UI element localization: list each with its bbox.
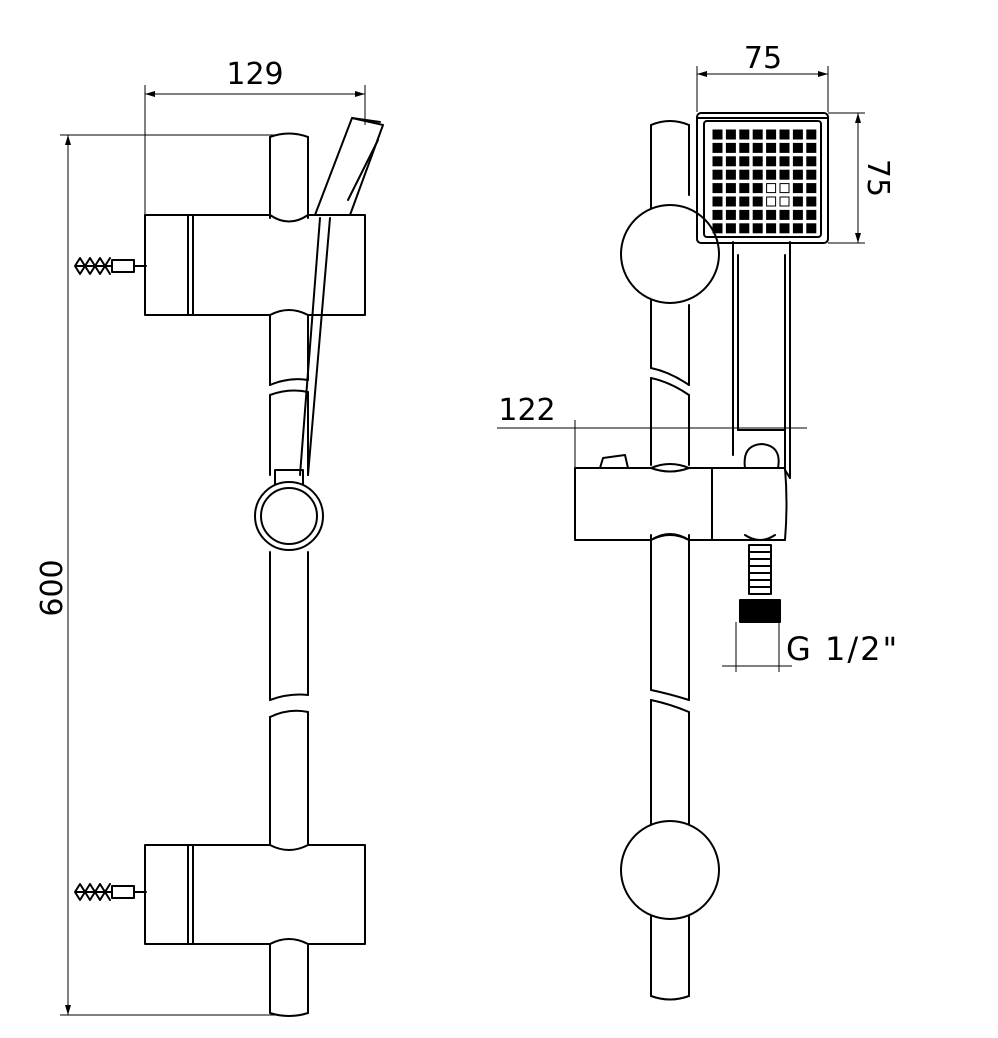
nozzle xyxy=(792,183,803,194)
dimension-head-width-75: 75 xyxy=(696,41,829,112)
nozzle xyxy=(806,223,817,234)
slide-rail xyxy=(269,132,309,1017)
nozzle xyxy=(712,156,723,167)
dim-label-head-width: 75 xyxy=(744,41,782,76)
nozzle xyxy=(739,156,750,167)
front-view: 75 75 122 xyxy=(497,41,899,1001)
shower-head-square xyxy=(696,112,829,244)
nozzle xyxy=(792,129,803,140)
dim-label-connection: G 1/2" xyxy=(786,630,899,668)
nozzle xyxy=(752,142,763,153)
wall-anchor-bottom xyxy=(74,883,147,901)
nozzle xyxy=(752,169,763,180)
nozzle xyxy=(752,196,763,207)
nozzle xyxy=(739,183,750,194)
nozzle xyxy=(766,223,777,234)
wall-anchor-top xyxy=(74,257,147,275)
handshower-handle xyxy=(732,241,791,479)
nozzle xyxy=(725,183,736,194)
nozzle xyxy=(712,169,723,180)
hose-connector xyxy=(739,534,781,623)
nozzle xyxy=(766,129,777,140)
nozzle xyxy=(766,142,777,153)
bottom-round-bracket xyxy=(620,820,720,920)
nozzle xyxy=(792,209,803,220)
nozzle xyxy=(712,209,723,220)
nozzle xyxy=(806,142,817,153)
nozzle xyxy=(752,223,763,234)
nozzle xyxy=(779,223,790,234)
nozzle xyxy=(779,156,790,167)
dimension-projection-122: 122 xyxy=(497,393,807,468)
nozzle xyxy=(725,196,736,207)
nozzle xyxy=(752,156,763,167)
nozzle xyxy=(766,183,777,194)
nozzle xyxy=(792,223,803,234)
nozzle xyxy=(792,196,803,207)
nozzle xyxy=(792,156,803,167)
nozzle xyxy=(739,142,750,153)
nozzle xyxy=(806,196,817,207)
nozzle xyxy=(739,169,750,180)
side-view: 129 600 xyxy=(35,57,384,1017)
nozzle xyxy=(712,142,723,153)
nozzle xyxy=(712,196,723,207)
nozzle xyxy=(779,129,790,140)
top-wall-bracket xyxy=(144,214,366,316)
handshower-profile xyxy=(299,117,384,476)
dimension-connection: G 1/2" xyxy=(722,622,899,672)
nozzle xyxy=(725,129,736,140)
nozzle xyxy=(766,209,777,220)
dim-label-129: 129 xyxy=(226,57,283,92)
dimension-width-129: 129 xyxy=(144,57,366,215)
nozzle xyxy=(739,129,750,140)
dim-label-122: 122 xyxy=(498,393,555,428)
nozzle xyxy=(806,156,817,167)
nozzle xyxy=(779,169,790,180)
nozzle xyxy=(739,196,750,207)
nozzle xyxy=(725,169,736,180)
nozzle xyxy=(712,223,723,234)
nozzle xyxy=(792,142,803,153)
dimension-head-height-75: 75 xyxy=(828,112,895,244)
nozzle xyxy=(779,183,790,194)
nozzle xyxy=(806,129,817,140)
nozzle xyxy=(779,196,790,207)
nozzle xyxy=(779,209,790,220)
nozzle xyxy=(766,156,777,167)
front-rail xyxy=(650,120,690,1001)
nozzle-grid xyxy=(712,129,817,234)
nozzle xyxy=(806,183,817,194)
nozzle xyxy=(806,209,817,220)
dimension-height-600: 600 xyxy=(35,134,275,1016)
nozzle xyxy=(712,183,723,194)
nozzle xyxy=(779,142,790,153)
nozzle xyxy=(725,223,736,234)
slider-holder-side xyxy=(254,469,324,551)
nozzle xyxy=(752,183,763,194)
nozzle xyxy=(766,169,777,180)
nozzle xyxy=(752,209,763,220)
dim-label-head-height: 75 xyxy=(860,159,895,197)
nozzle xyxy=(712,129,723,140)
bottom-wall-bracket xyxy=(144,844,366,945)
top-round-bracket xyxy=(620,204,720,304)
nozzle xyxy=(792,169,803,180)
dim-label-600: 600 xyxy=(35,559,70,616)
nozzle xyxy=(725,209,736,220)
nozzle xyxy=(739,223,750,234)
nozzle xyxy=(752,129,763,140)
nozzle xyxy=(806,169,817,180)
nozzle xyxy=(766,196,777,207)
nozzle xyxy=(725,142,736,153)
nozzle xyxy=(725,156,736,167)
slider-clamp xyxy=(574,443,788,541)
nozzle xyxy=(739,209,750,220)
